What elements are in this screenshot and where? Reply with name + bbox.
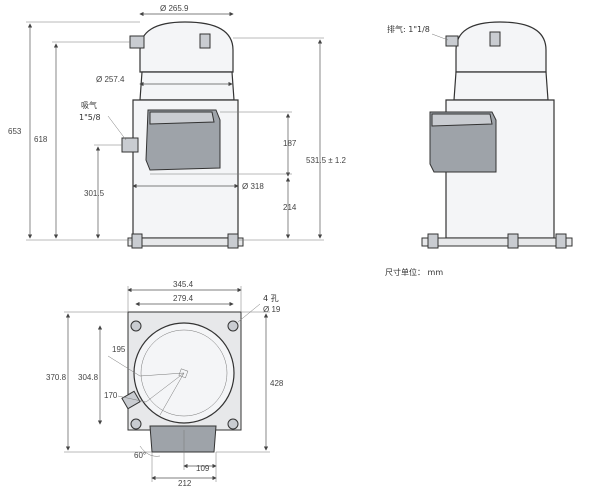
angle-60: 60° (134, 451, 146, 460)
dim-plan-outer: 345.4 (173, 280, 194, 289)
dim-195: 195 (112, 345, 126, 354)
suction-leader (107, 115, 127, 141)
plan-mount-hole-tr (227, 320, 239, 332)
front-terminal-box-top (149, 111, 215, 125)
suction-label-cn: 吸气 (81, 100, 97, 110)
dim-214: 214 (283, 203, 297, 212)
front-discharge-fitting (129, 35, 145, 49)
dim-suction-height: 301.5 (84, 189, 105, 198)
holes-label: 4 孔 (263, 294, 279, 303)
unit-label: 尺寸单位： mm (385, 267, 443, 277)
dim-170-leader (117, 395, 147, 403)
dim-170: 170 (104, 391, 118, 400)
dim-109: 109 (196, 464, 210, 473)
side-terminal-box-top (431, 113, 493, 127)
dim-370: 370.8 (46, 373, 67, 382)
plan-suction-fitting (121, 390, 141, 410)
holes-diameter: Ø 19 (263, 305, 281, 314)
dim-531: 531.5 ± 1.2 (306, 156, 347, 165)
dim-428: 428 (270, 379, 284, 388)
dim-mid-diameter: Ø 257.4 (96, 75, 125, 84)
front-terminal-box (145, 109, 221, 171)
dim-304: 304.8 (78, 373, 99, 382)
dim-212: 212 (178, 479, 192, 488)
discharge-label: 排气: 1"1/8 (387, 24, 430, 34)
discharge-leader (431, 33, 449, 41)
side-mounting-base (421, 237, 573, 247)
dim-overall-height: 653 (8, 127, 22, 136)
plan-mount-hole-tl (130, 320, 142, 332)
radial-2 (145, 372, 185, 403)
side-view: 排气: 1"1/8 尺寸单位： mm (385, 21, 573, 277)
dim-plan-inner: 279.4 (173, 294, 194, 303)
side-top-fitting (489, 31, 501, 47)
front-foot-right (227, 233, 239, 249)
angle-arc (139, 445, 161, 457)
side-mid-band (453, 71, 549, 101)
dim-top-diameter: Ø 265.9 (160, 4, 189, 13)
side-discharge-fitting (445, 35, 459, 47)
plan-terminal-box (149, 425, 217, 453)
front-top-fitting (199, 33, 211, 49)
plan-view: 345.4 279.4 4 孔 Ø 19 370.8 304.8 195 170… (46, 280, 284, 488)
radial-3 (159, 372, 185, 416)
plan-mount-hole-bl (130, 418, 142, 430)
front-top-cap (139, 21, 234, 73)
side-terminal-box (429, 111, 497, 173)
front-mounting-base (127, 237, 244, 247)
dim-187: 187 (283, 139, 297, 148)
suction-label-size: 1"5/8 (79, 113, 101, 122)
side-top-cap (455, 21, 547, 73)
dim-shell-diameter: Ø 318 (242, 182, 264, 191)
plan-mount-hole-br (227, 418, 239, 430)
front-view: Ø 265.9 Ø 257.4 Ø 318 653 618 301.5 吸气 1… (8, 4, 347, 249)
front-foot-left (131, 233, 143, 249)
radial-1 (139, 372, 185, 377)
front-mid-band (139, 71, 235, 101)
side-foot-right (555, 233, 567, 249)
plan-inner-circle (140, 329, 228, 417)
holes-leader (237, 303, 261, 323)
dim-discharge-height: 618 (34, 135, 48, 144)
side-foot-left (427, 233, 439, 249)
dim-195-leader (107, 355, 141, 377)
side-foot-mid (507, 233, 519, 249)
front-suction-fitting (121, 137, 139, 153)
